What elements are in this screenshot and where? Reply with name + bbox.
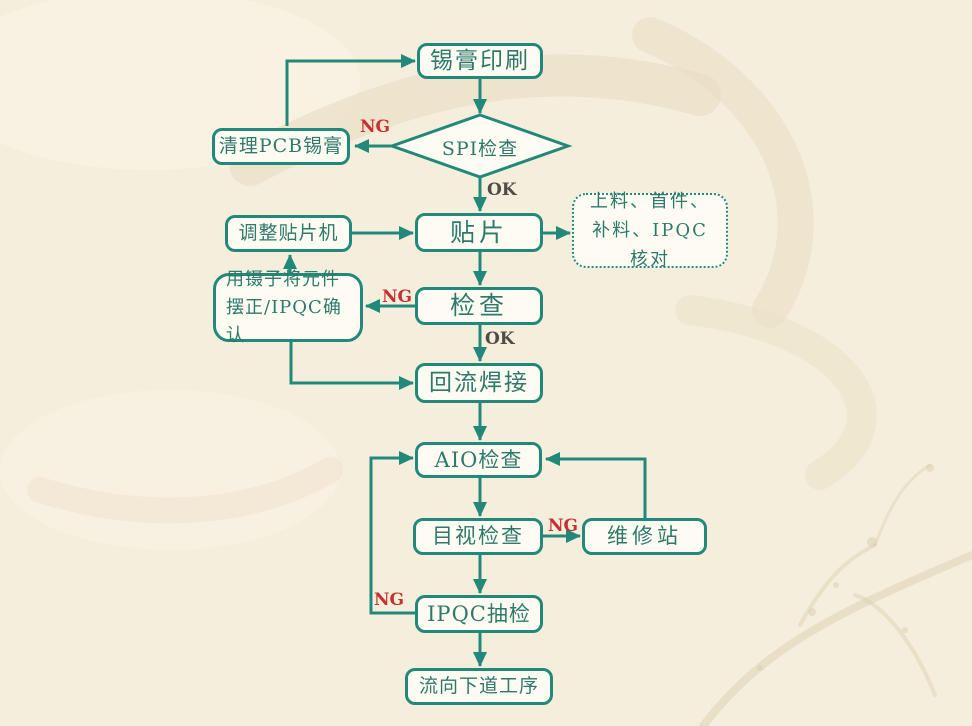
edge-label-ipqc-ng: NG bbox=[374, 590, 405, 610]
edge-label-visual-ng: NG bbox=[548, 516, 579, 536]
node-solder-paste-print: 锡膏印刷 bbox=[417, 43, 543, 79]
node-ipqc-sampling: IPQC抽检 bbox=[415, 595, 543, 633]
node-mount: 贴片 bbox=[415, 213, 543, 252]
light-wash bbox=[0, 390, 340, 550]
light-wash bbox=[0, 0, 360, 170]
calligraphy-stroke bbox=[675, 295, 877, 490]
node-inspect: 检查 bbox=[415, 287, 543, 325]
calligraphy-stroke bbox=[632, 17, 814, 328]
edge-ipqc-ng-to-aio bbox=[369, 451, 415, 615]
node-reflow-solder: 回流焊接 bbox=[415, 363, 543, 403]
edge-label-spi-ok: OK bbox=[487, 180, 517, 200]
edge-label-spi-ng: NG bbox=[360, 117, 391, 137]
edge-label-inspect-ok: OK bbox=[485, 329, 515, 349]
edge-clean-to-print bbox=[285, 54, 416, 126]
branch bbox=[698, 551, 972, 726]
edge-tweezers-to-reflow bbox=[289, 342, 414, 390]
node-next-process: 流向下道工序 bbox=[405, 668, 553, 705]
edge-label-inspect-ng: NG bbox=[382, 287, 413, 307]
node-aio-check: AIO检查 bbox=[415, 442, 542, 478]
node-repair-station: 维修站 bbox=[582, 518, 707, 555]
branch-twig bbox=[798, 543, 877, 627]
calligraphy-stroke bbox=[27, 457, 343, 524]
blossoms bbox=[757, 464, 934, 671]
node-spi-check-label: SPI检查 bbox=[441, 138, 519, 160]
branch-twig bbox=[853, 593, 937, 697]
branch-twig bbox=[873, 463, 932, 547]
spi-decision-diamond bbox=[387, 113, 573, 179]
node-tweezers-fix: 用镊子将元件摆正/IPQC确认 bbox=[213, 269, 363, 346]
node-clean-pcb-solder: 清理PCB锡膏 bbox=[212, 128, 350, 165]
node-adjust-mounter: 调整贴片机 bbox=[225, 215, 352, 252]
node-loading-note: 上料、首件、补料、IPQC核对 bbox=[572, 191, 728, 270]
edge-repair-to-aio bbox=[545, 452, 647, 518]
node-visual-check: 目视检查 bbox=[413, 518, 543, 555]
